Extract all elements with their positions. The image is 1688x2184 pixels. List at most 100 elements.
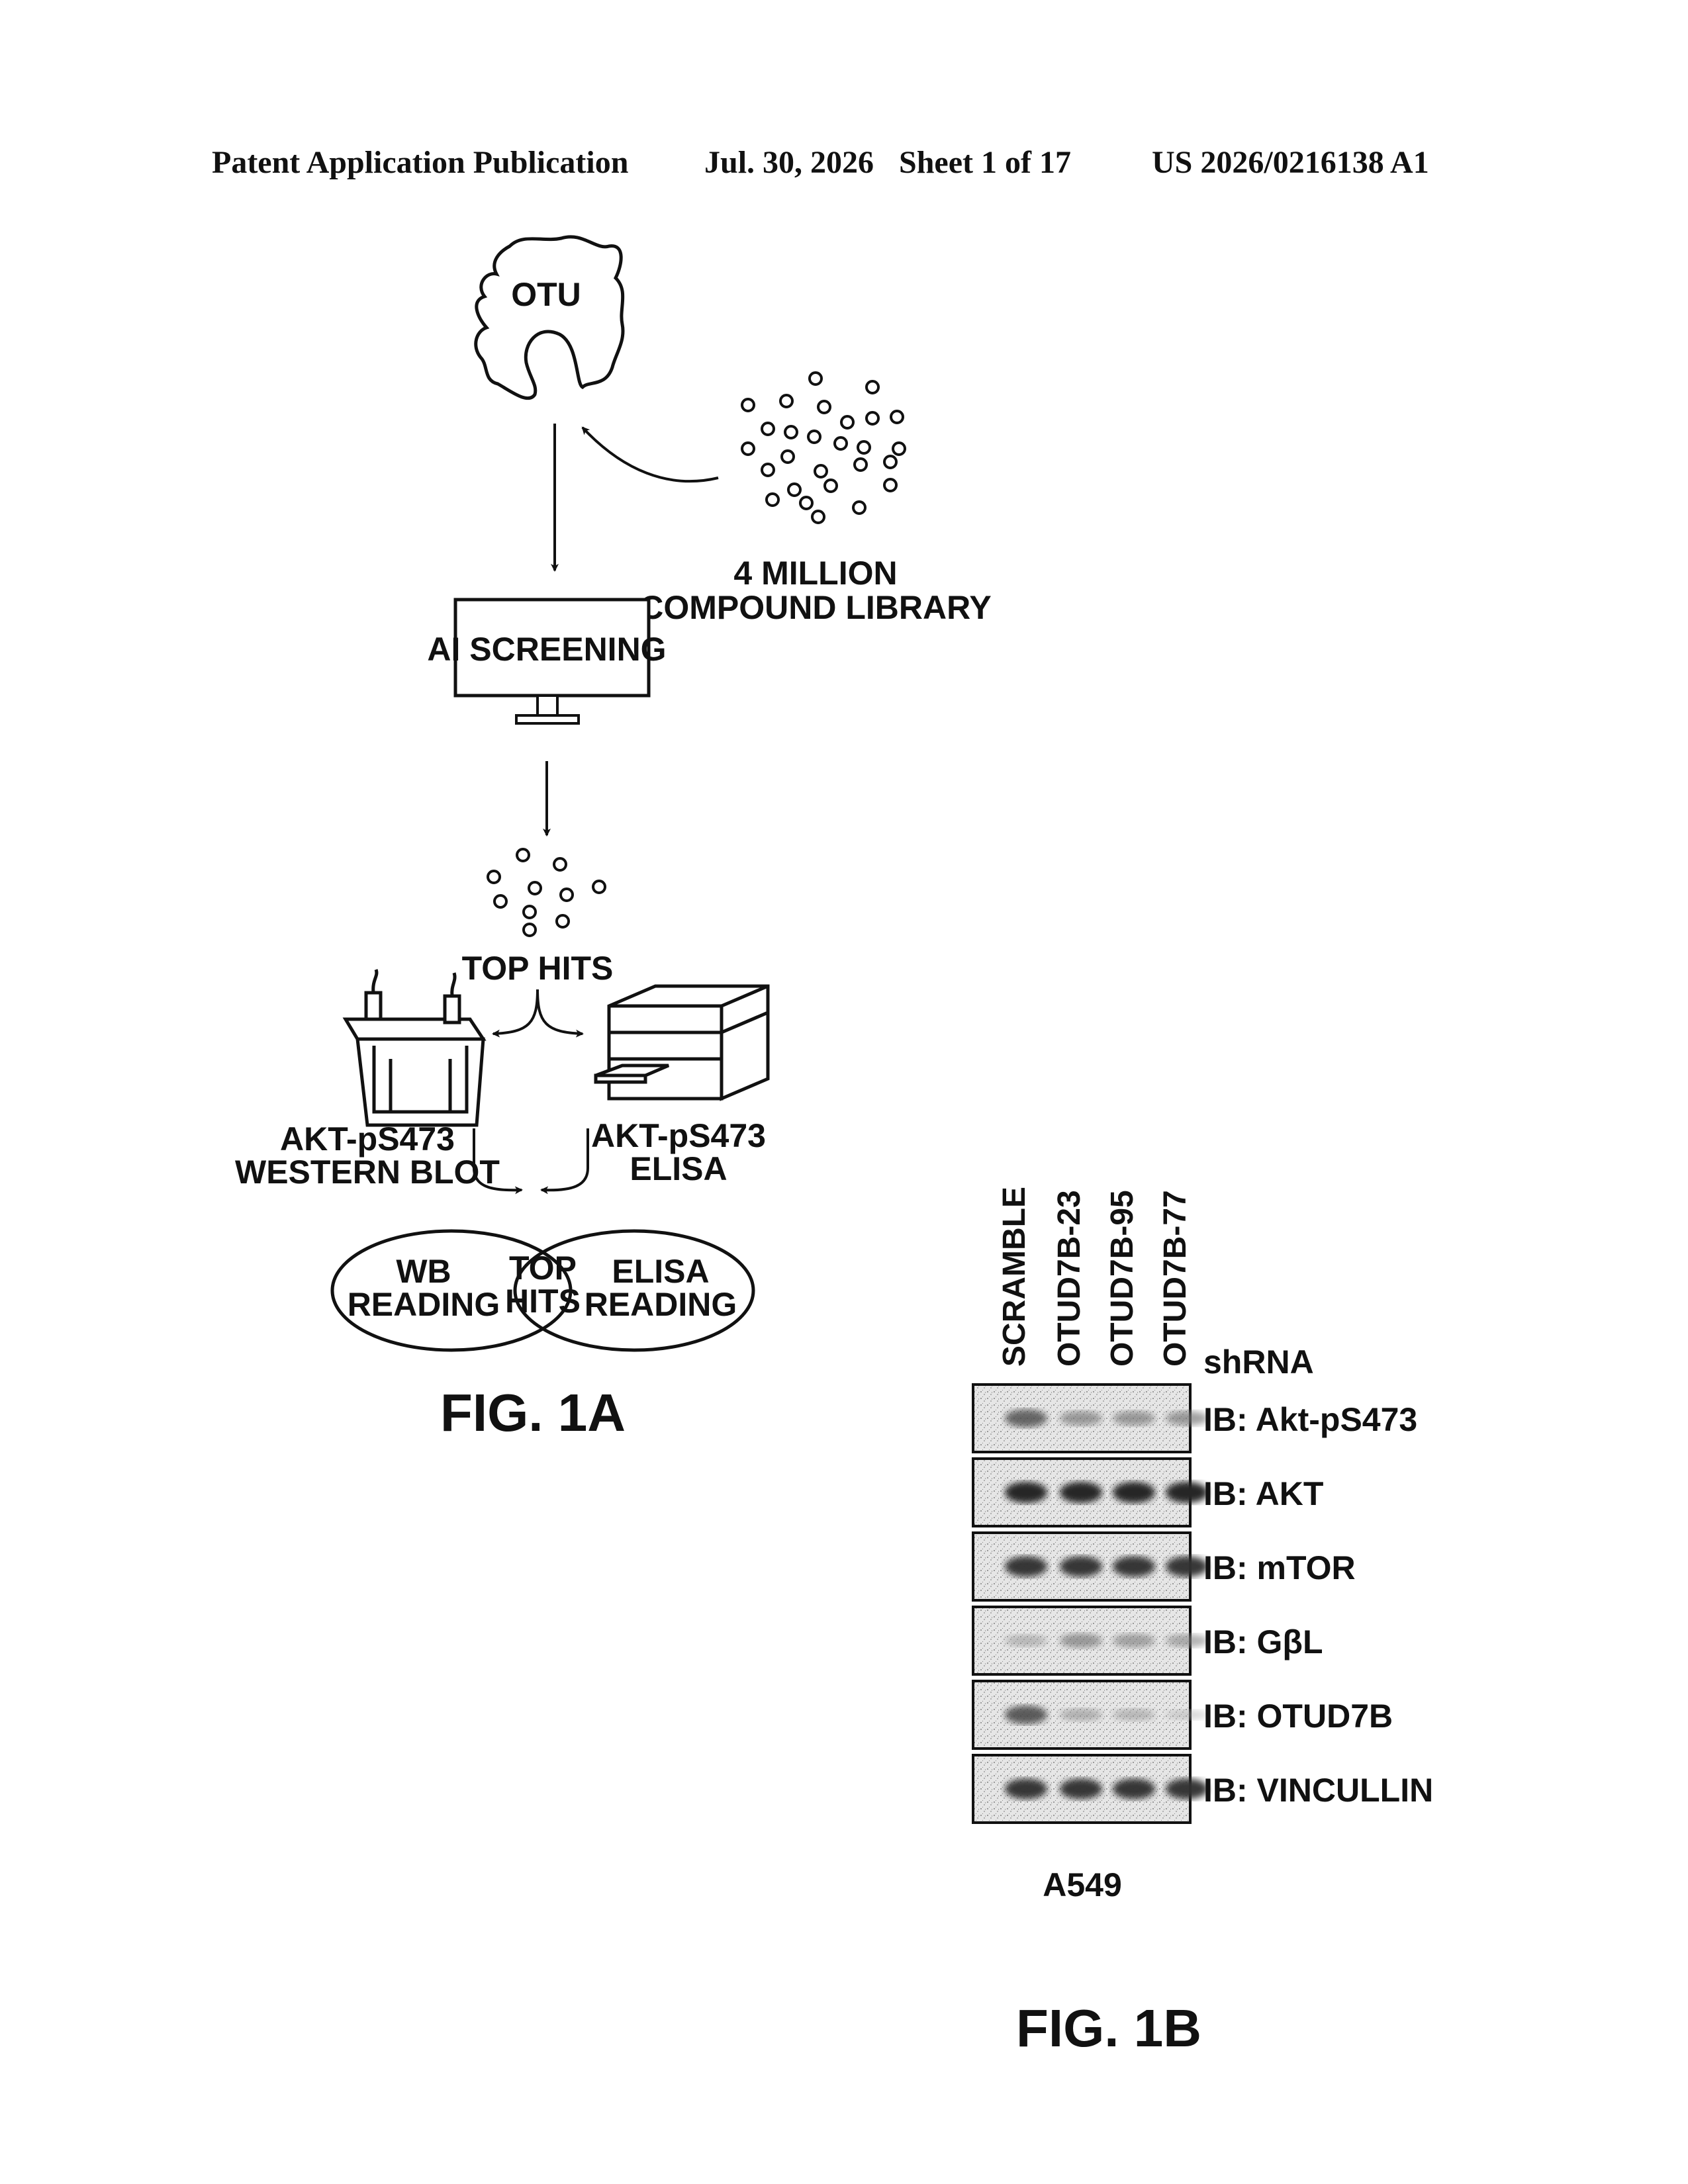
blot-band [1060,1557,1102,1577]
compound-dot [767,494,778,506]
compound-dot [884,479,896,491]
blot-band [1060,1411,1102,1426]
blot-band [1005,1635,1047,1647]
elisa-line1: AKT-pS473 [591,1117,766,1154]
blot-band [1166,1779,1208,1799]
blot-band [1113,1557,1155,1577]
blot-band [1166,1411,1208,1426]
blot-band [1060,1482,1102,1503]
venn-center-line2: HITS [505,1283,581,1320]
otu-protein-icon [476,237,623,398]
compound-dot [893,443,905,455]
compound-library-dots [742,373,905,523]
top-hit-dot [593,881,605,893]
merge-arrow-right [541,1128,588,1190]
shrna-label: shRNA [1203,1343,1314,1381]
blot-band [1166,1634,1208,1647]
compound-dot [858,441,870,453]
lane-label: OTUD7B-23 [1052,1190,1087,1367]
blot-band [1005,1706,1047,1724]
compound-dot [891,411,903,423]
compound-dot [867,412,878,424]
top-hit-dot [494,895,506,907]
blot-band [1166,1710,1208,1720]
blot-label: IB: VINCULLIN [1203,1772,1433,1809]
blot-band [1113,1634,1155,1648]
blot-band [1166,1482,1208,1503]
compound-dot [780,395,792,407]
elisa-line2: ELISA [630,1150,727,1187]
fig-1a-caption: FIG. 1A [440,1383,626,1442]
lane-label: OTUD7B-95 [1105,1190,1140,1367]
blot-label: IB: AKT [1203,1475,1323,1512]
top-hits-dots [488,849,605,936]
top-hits-label: TOP HITS [462,950,614,987]
top-hit-dot [524,924,536,936]
compound-dot [810,373,821,385]
blot-panel: IB: Akt-pS473 [973,1385,1417,1452]
compound-dot [782,451,794,463]
top-hit-dot [529,882,541,894]
ai-screening-label: AI SCREENING [427,631,666,668]
library-line1: 4 MILLION [733,555,897,592]
blot-band [1060,1779,1102,1799]
venn-left-line2: READING [348,1286,500,1323]
western-blot-panels: IB: Akt-pS473IB: AKT IB: mTOR IB: GβL IB: O… [973,1385,1433,1823]
compound-dot [812,511,824,523]
blot-label: IB: mTOR [1203,1549,1356,1586]
blot-band [1166,1557,1208,1577]
compound-dot [762,423,774,435]
monitor-base-icon [516,715,579,723]
library-to-flow-arrow [583,428,718,481]
compound-dot [853,502,865,514]
compound-dot [742,399,754,411]
top-hit-dot [557,915,569,927]
top-hit-dot [561,889,573,901]
fig-1b-caption: FIG. 1B [1016,1999,1201,2058]
monitor-stand-icon [538,696,557,715]
blot-band [1113,1411,1155,1426]
elisa-plate-reader-icon [596,986,768,1099]
compound-dot [815,465,827,477]
blot-panel: IB: AKT [973,1459,1323,1526]
compound-dot [742,443,754,455]
cell-line-label: A549 [1043,1866,1122,1903]
blot-label: IB: Akt-pS473 [1203,1401,1417,1438]
split-arrow-left [493,989,538,1034]
blot-panel: IB: GβL [973,1607,1323,1674]
fig-1b: SCRAMBLE OTUD7B-23 OTUD7B-95 OTUD7B-77 shRN… [973,1187,1433,2058]
blot-band [1005,1410,1047,1428]
top-hit-dot [554,858,566,870]
blot-band [1113,1709,1155,1721]
compound-dot [825,480,837,492]
compound-dot [788,484,800,496]
blot-panel: IB: mTOR [973,1533,1356,1600]
blot-label: IB: OTUD7B [1203,1698,1393,1735]
venn-center-line1: TOP [509,1250,577,1287]
blot-panel: IB: OTUD7B [973,1681,1393,1749]
lane-labels: SCRAMBLE OTUD7B-23 OTUD7B-95 OTUD7B-77 [997,1187,1193,1367]
compound-dot [818,401,830,413]
venn-right-line1: ELISA [612,1253,709,1290]
compound-dot [785,426,797,438]
blot-band [1113,1779,1155,1799]
lane-label: SCRAMBLE [997,1187,1032,1367]
blot-panel: IB: VINCULLIN [973,1755,1433,1823]
fig-1a: OTU 4 MILLION COMPOUND LIBRARY AI SCREEN… [235,237,992,1442]
split-arrow-right [538,989,583,1034]
compound-dot [841,416,853,428]
library-line2: COMPOUND LIBRARY [639,589,991,626]
top-hit-dot [517,849,529,861]
blot-band [1113,1482,1155,1503]
otu-label: OTU [511,276,581,313]
venn-left-line1: WB [396,1253,451,1290]
blot-label: IB: GβL [1203,1623,1323,1661]
blot-band [1060,1633,1102,1648]
top-hit-dot [488,871,500,883]
western-blot-tank-icon [346,970,483,1125]
compound-dot [835,437,847,449]
compound-dot [867,381,878,393]
lane-label: OTUD7B-77 [1158,1190,1193,1367]
